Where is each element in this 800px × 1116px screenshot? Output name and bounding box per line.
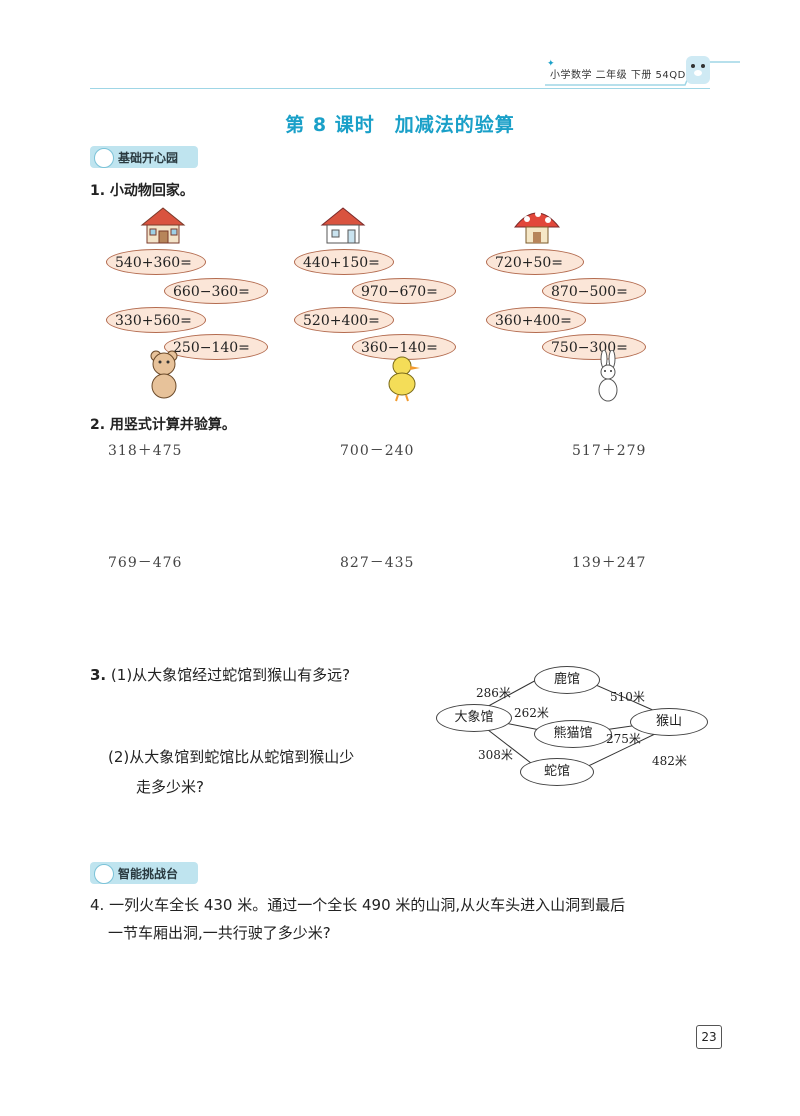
mushroom-house-icon: [512, 205, 562, 249]
zoo-node-monkey: 猴山: [630, 708, 708, 736]
distance-label: 308米: [478, 748, 513, 762]
q4-line1: 4. 一列火车全长 430 米。通过一个全长 490 米的山洞,从火车头进入山洞…: [90, 896, 626, 914]
equation-oval: 250−140=: [164, 334, 268, 360]
svg-text:✦: ✦: [547, 59, 555, 69]
equation-oval: 360+400=: [486, 307, 586, 333]
distance-label: 482米: [652, 754, 687, 768]
equation-oval: 660−360=: [164, 278, 268, 304]
q3-number: 3.: [90, 666, 107, 684]
zoo-node-label: 猴山: [655, 714, 682, 729]
calc-item: 769－476: [108, 555, 183, 571]
header-text: 小学数学 二年级 下册 54QD: [550, 70, 686, 81]
bear-icon: [144, 348, 184, 404]
calc-item: 700－240: [340, 443, 415, 459]
header-rule: [90, 88, 710, 89]
calc-item: 318＋475: [108, 443, 183, 459]
brown-house-icon: [140, 205, 186, 249]
section-badge-basic: 基础开心园: [90, 146, 198, 168]
equation-oval: 870−500=: [542, 278, 646, 304]
zoo-node-label: 大象馆: [454, 710, 494, 725]
zoo-map: 大象馆 鹿馆 熊猫馆 猴山 蛇馆 286米 262米 510米 275米 308…: [430, 660, 720, 790]
zoo-node-panda: 熊猫馆: [534, 720, 612, 748]
equation-oval: 970−670=: [352, 278, 456, 304]
equation-oval: 440+150=: [294, 249, 394, 275]
calc-item: 827－435: [340, 555, 415, 571]
section-badge-challenge: 智能挑战台: [90, 862, 198, 884]
calc-item: 517＋279: [572, 443, 647, 459]
red-house-icon: [320, 205, 366, 249]
zoo-node-deer: 鹿馆: [534, 666, 600, 694]
q4-line2: 一节车厢出洞,一共行驶了多少米?: [108, 924, 331, 942]
zoo-node-label: 熊猫馆: [553, 726, 593, 741]
equation-oval: 720+50=: [486, 249, 584, 275]
q3-part1: 3. (1)从大象馆经过蛇馆到猴山有多远?: [90, 660, 350, 690]
equation-oval: 540+360=: [106, 249, 206, 275]
q1-title: 1. 小动物回家。: [90, 183, 194, 199]
bear-face-icon: [94, 864, 114, 884]
distance-label: 262米: [514, 706, 549, 720]
page-number: 23: [696, 1025, 722, 1049]
distance-label: 510米: [610, 690, 645, 704]
section-badge-label: 智能挑战台: [118, 867, 179, 881]
equation-oval: 330+560=: [106, 307, 206, 333]
duck-icon: [384, 354, 424, 406]
calc-item: 139＋247: [572, 555, 647, 571]
q2-title: 2. 用竖式计算并验算。: [90, 417, 236, 433]
section-badge-label: 基础开心园: [118, 151, 179, 165]
q3-part2-line1: (2)从大象馆到蛇馆比从蛇馆到猴山少: [108, 748, 355, 766]
q3-part1-text: (1)从大象馆经过蛇馆到猴山有多远?: [110, 666, 351, 684]
q3-part2-line2: 走多少米?: [136, 778, 204, 796]
zoo-node-elephant: 大象馆: [436, 704, 512, 732]
equation-oval: 750−300=: [542, 334, 646, 360]
page-title: 第 8 课时 加减法的验算: [285, 114, 515, 136]
equation-oval: 520+400=: [294, 307, 394, 333]
zoo-node-label: 蛇馆: [543, 764, 570, 779]
bear-mascot-icon: [686, 56, 710, 84]
zoo-node-snake: 蛇馆: [520, 758, 594, 786]
rabbit-icon: [592, 349, 624, 408]
bear-face-icon: [94, 148, 114, 168]
distance-label: 275米: [606, 732, 641, 746]
distance-label: 286米: [476, 686, 511, 700]
zoo-node-label: 鹿馆: [553, 672, 580, 687]
